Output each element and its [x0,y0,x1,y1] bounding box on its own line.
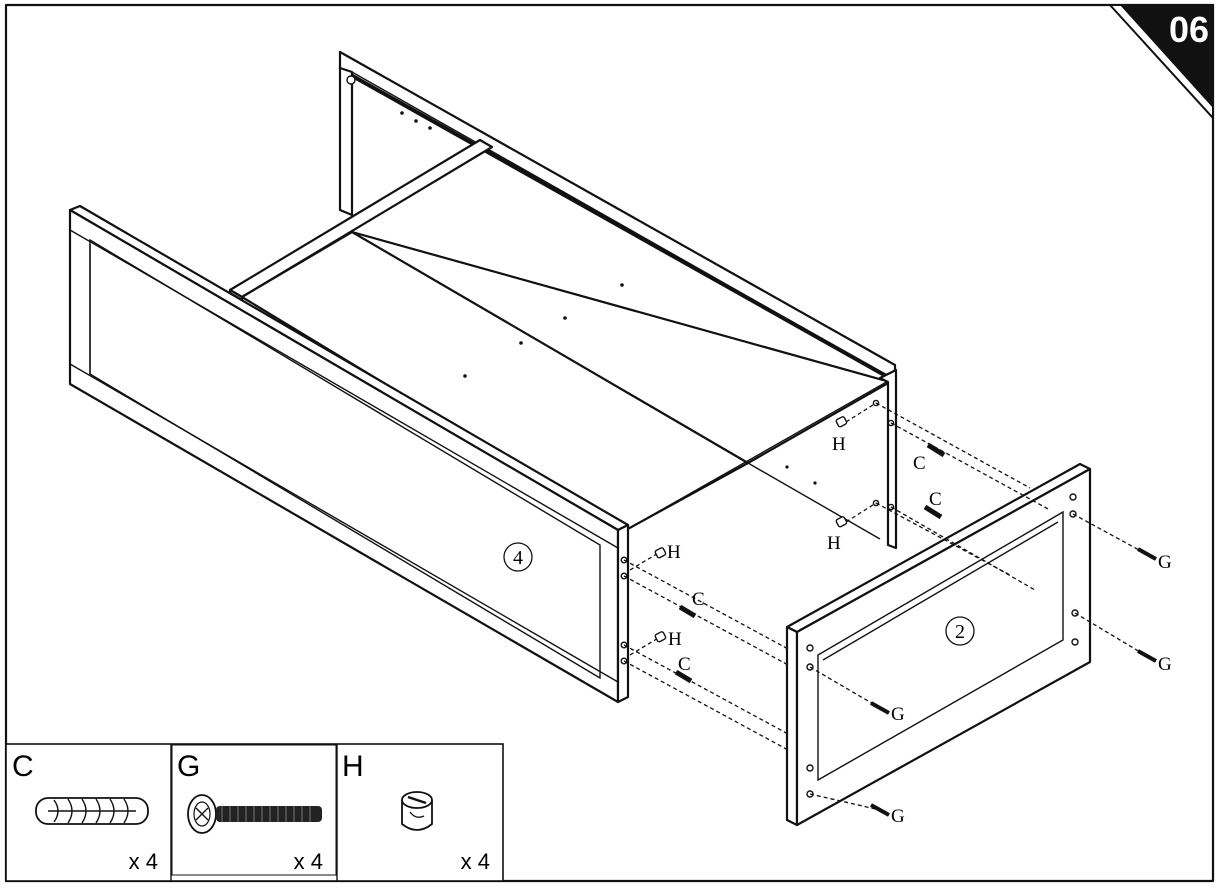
part-letter: H [342,750,364,783]
part-letter: C [12,750,34,783]
part-cell-g: G x 4 [177,750,323,874]
callout-c: C [692,589,705,610]
assembly-guides [623,402,1151,811]
callout-h: H [668,629,682,650]
callout-h: H [667,542,681,563]
step-badge: 06 [1107,4,1214,121]
part-quantity: x 4 [294,849,323,874]
callout-g: G [891,806,905,827]
callout-h: H [827,533,841,554]
callout-c: C [913,453,926,474]
part-quantity: x 4 [129,849,158,874]
front-panel-number: 4 [513,547,523,569]
bolt-icon [187,794,322,834]
cam-nut-icon [401,791,433,831]
callout-h: H [832,434,846,455]
part-cell-h: H x 4 [342,750,490,874]
part-cell-c: C x 4 [12,750,158,874]
page-border [4,3,1215,883]
callout-labels: H H C C H C H C G G G G [667,434,1172,827]
hardware-markers [654,416,1157,817]
right-end-edge [747,368,898,550]
callout-g: G [1158,654,1172,675]
part-quantity: x 4 [461,849,490,874]
callout-c: C [929,489,942,510]
callout-c: C [678,654,691,675]
dowel-icon [35,797,149,825]
step-number: 06 [1169,9,1209,50]
part-letter: G [177,750,200,783]
callout-g: G [891,704,905,725]
side-panel-number: 2 [955,621,965,643]
side-panel: 2 [785,462,1092,827]
parts-legend: C x 4 G x 4 H [5,743,504,882]
callout-g: G [1158,552,1172,573]
front-panel: 4 [68,204,630,704]
